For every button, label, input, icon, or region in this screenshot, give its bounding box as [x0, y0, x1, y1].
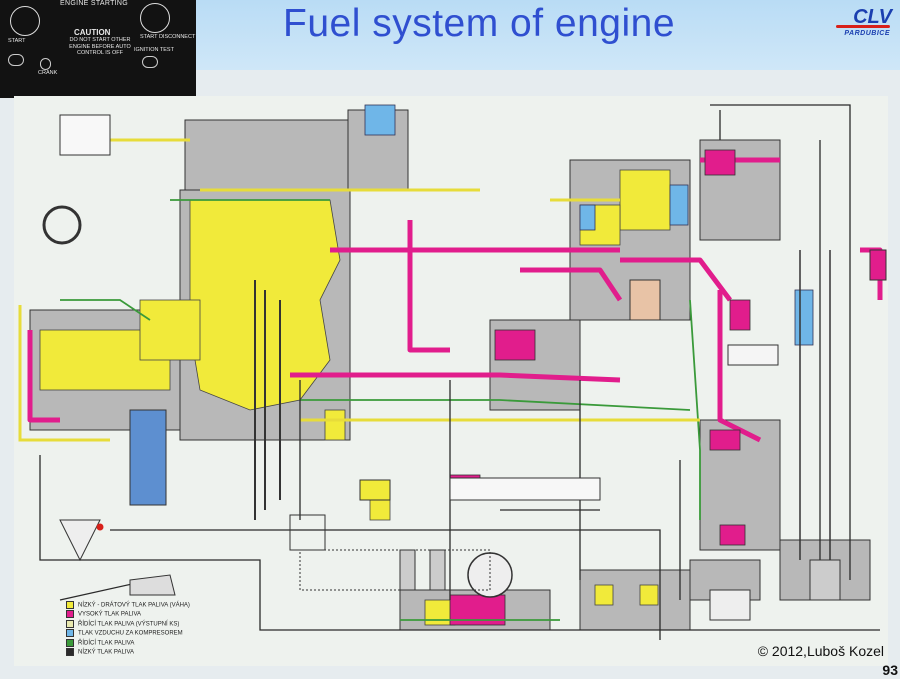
middle-components [289, 477, 601, 598]
legend: NÍZKÝ - DRÁTOVÝ TLAK PALIVA (VÁHA) VYSOK… [66, 601, 206, 657]
legend-label: NÍZKÝ TLAK PALIVA [78, 649, 135, 656]
logo-text: CLV [853, 6, 892, 28]
start-disconnect-label: START DISCONNECT [140, 34, 196, 40]
low-pressure-lines [18, 138, 700, 442]
legend-item: ŘÍDÍCÍ TLAK PALIVA (VÝSTUPNÍ KS) [66, 619, 206, 629]
fuel-system-diagram [0, 70, 900, 679]
legend-label: TLAK VZDUCHU ZA KOMPRESOREM [78, 630, 183, 637]
spindles [254, 280, 281, 520]
legend-swatch [66, 601, 74, 609]
legend-swatch [66, 638, 74, 647]
ignition-test-label: IGNITION TEST [134, 47, 174, 53]
logo-subtext: PARDUBICE [844, 30, 890, 37]
ignition-switch-icon [142, 56, 158, 68]
copyright-notice: © 2012,Luboš Kozel [757, 643, 884, 659]
legend-swatch [66, 647, 74, 656]
start-label: START [8, 38, 26, 44]
start-switch-icon [8, 54, 24, 66]
legend-item: VYSOKÝ TLAK PALIVA [66, 610, 206, 619]
black-fuel-lines [39, 104, 880, 640]
right-components [629, 249, 887, 621]
legend-item: NÍZKÝ TLAK PALIVA [66, 647, 206, 657]
legend-label: ŘÍDÍCÍ TLAK PALIVA (VÝSTUPNÍ KS) [78, 621, 180, 628]
indicator-dot [96, 523, 104, 531]
left-components [42, 114, 176, 596]
legend-swatch [66, 619, 74, 628]
start-knob-icon [10, 6, 40, 36]
legend-label: ŘÍDÍCÍ TLAK PALIVA [78, 640, 135, 647]
crank-switch-icon [40, 58, 51, 70]
legend-item: ŘÍDÍCÍ TLAK PALIVA [66, 638, 206, 648]
crank-label: CRANK [38, 70, 58, 76]
fuel-system-schematic [14, 96, 888, 666]
legend-label: VYSOKÝ TLAK PALIVA [78, 611, 142, 618]
page-number: 93 [882, 662, 898, 678]
legend-item: TLAK VZDUCHU ZA KOMPRESOREM [66, 629, 206, 638]
logo-swoosh [836, 25, 890, 28]
legend-item: NÍZKÝ - DRÁTOVÝ TLAK PALIVA (VÁHA) [66, 601, 206, 610]
clv-logo: CLV PARDUBICE [834, 6, 894, 42]
legend-swatch [66, 629, 74, 638]
ignition-knob-icon [140, 3, 170, 33]
legend-label: NÍZKÝ - DRÁTOVÝ TLAK PALIVA (VÁHA) [78, 602, 190, 609]
control-pressure-lines [60, 199, 701, 621]
engine-starting-panel: ENGINE STARTING START CRANK CAUTION DO N… [0, 0, 196, 98]
slide-title: Fuel system of engine [283, 2, 676, 45]
caution-text: DO NOT START OTHER ENGINE BEFORE AUTO CO… [69, 37, 131, 56]
caution-title: CAUTION [74, 28, 111, 37]
legend-swatch [66, 610, 74, 619]
panel-title: ENGINE STARTING [60, 0, 129, 7]
